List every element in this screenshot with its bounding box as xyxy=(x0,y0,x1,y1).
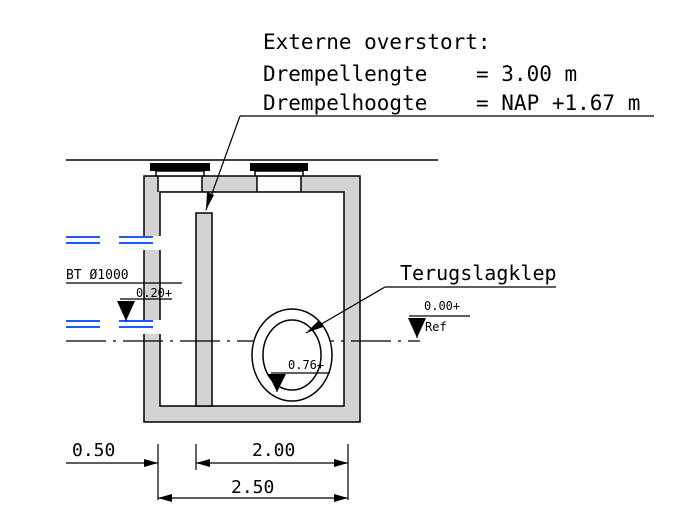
dimension-total: 2.50 xyxy=(158,477,348,502)
valve-label: Terugslagklep xyxy=(400,261,557,285)
water-symbol-upper xyxy=(66,236,153,244)
annotation-line2-value: = 3.00 m xyxy=(476,62,577,86)
level-right-ref: Ref xyxy=(425,320,447,334)
level-inner-label: 0.76+ xyxy=(288,358,324,372)
level-left-label: 0.20+ xyxy=(136,286,172,300)
weir-wall xyxy=(195,212,213,407)
annotation-line1: Externe overstort: xyxy=(263,30,491,54)
dimension-left-label: 0.50 xyxy=(72,440,115,461)
roof-opening-left xyxy=(158,177,202,191)
annotation-line2-label: Drempellengte xyxy=(263,62,427,86)
dimension-inner: 2.00 xyxy=(196,440,348,467)
concrete-chamber xyxy=(143,175,361,423)
annotation-line3-value: = NAP +1.67 m xyxy=(476,91,640,115)
level-right-value: 0.00+ xyxy=(424,299,460,313)
dimension-total-label: 2.50 xyxy=(231,477,274,498)
annotation-line3-label: Drempelhoogte xyxy=(263,91,427,115)
roof-opening-right xyxy=(257,177,301,191)
pipe-label: BT Ø1000 xyxy=(66,268,129,283)
dimension-inner-label: 2.00 xyxy=(252,440,295,461)
water-symbol-lower xyxy=(66,320,153,328)
dimension-left: 0.50 xyxy=(66,440,158,467)
